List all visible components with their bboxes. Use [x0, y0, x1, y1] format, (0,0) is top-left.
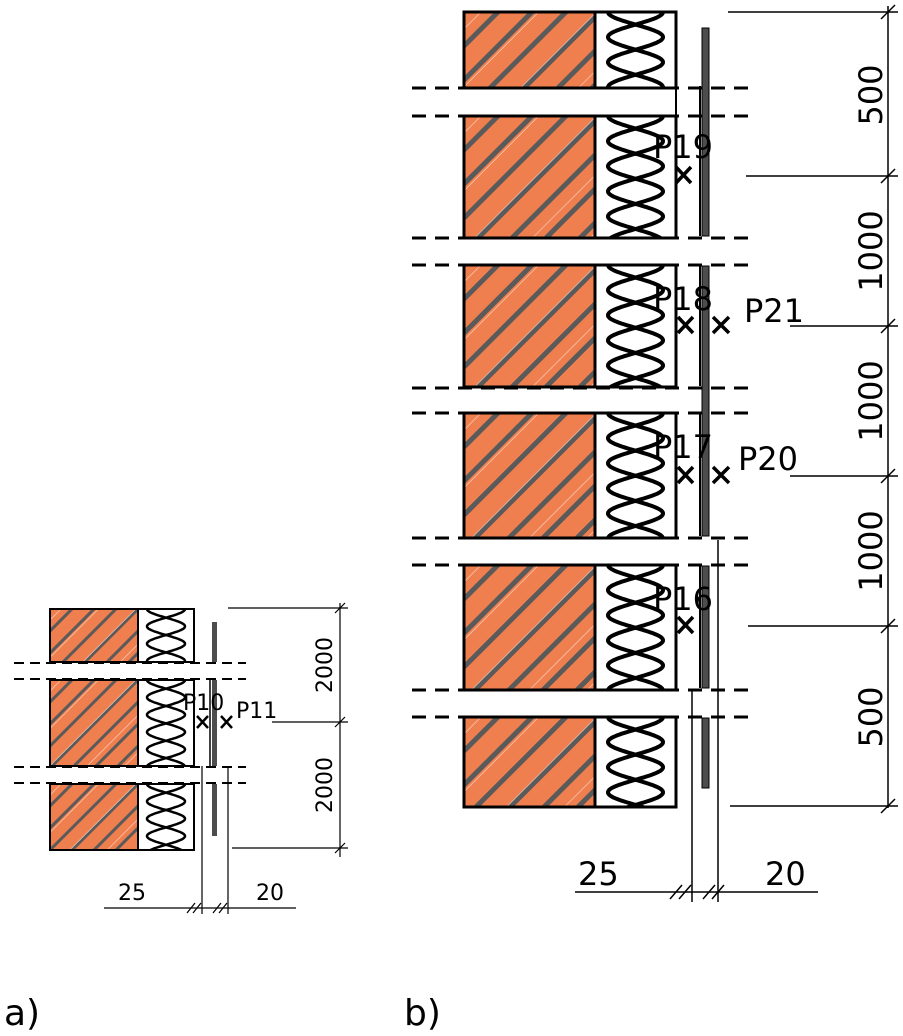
probe-markers — [196, 715, 233, 729]
brick-block — [462, 10, 597, 90]
dimension-chain — [104, 602, 348, 914]
brick-block — [49, 783, 139, 851]
insulation-layers — [593, 10, 678, 809]
insulation-block — [593, 263, 678, 389]
panel-caption: b) — [404, 993, 441, 1032]
cladding-board — [701, 27, 710, 237]
probe-label-p17: P17 — [653, 428, 713, 466]
panel-b: P19 P18 P21 P17 P20 P16 500 1000 1000 10… — [404, 4, 898, 1034]
brick-block — [462, 715, 597, 809]
probe-label-p10: P10 — [183, 691, 224, 716]
spacing-label: 2000 — [313, 757, 338, 813]
probe-mark-p19 — [674, 165, 693, 185]
probe-mark-p20 — [711, 465, 731, 485]
panel-caption: a) — [4, 993, 40, 1032]
probe-mark-p17 — [676, 465, 695, 485]
dimension-chain — [575, 4, 898, 902]
panel-a: P10 P11 2000 2000 25 20 a) — [4, 602, 348, 1034]
cladding-board — [701, 565, 710, 689]
brick-block — [462, 114, 597, 240]
spacing-label: 1000 — [852, 210, 890, 291]
air-gap-and-cladding — [193, 608, 217, 836]
cladding-board — [212, 784, 217, 836]
width-label: 25 — [118, 881, 146, 906]
brick-block — [462, 411, 597, 540]
insulation-block — [137, 783, 195, 851]
insulation-block — [593, 114, 678, 240]
probe-markers — [674, 165, 731, 635]
spacing-label: 1000 — [852, 510, 890, 591]
cladding-board — [701, 717, 710, 789]
probe-label-p21: P21 — [744, 292, 804, 330]
probe-label-p18: P18 — [653, 280, 713, 318]
cladding-board — [212, 680, 217, 766]
probe-label-p19: P19 — [653, 128, 713, 166]
brick-block — [49, 679, 139, 767]
probe-label-p20: P20 — [738, 440, 798, 478]
insulation-block — [137, 608, 195, 663]
width-label: 20 — [765, 855, 806, 893]
probe-mark-p16 — [676, 615, 695, 635]
spacing-label: 500 — [852, 64, 890, 125]
probe-mark-p21 — [711, 315, 731, 335]
spacing-label: 2000 — [313, 637, 338, 693]
spacing-label: 1000 — [852, 360, 890, 441]
brick-layers — [462, 10, 597, 809]
insulation-block — [593, 411, 678, 540]
probe-mark-p18 — [676, 315, 695, 335]
brick-block — [462, 563, 597, 692]
air-gap-and-cladding — [675, 12, 710, 789]
insulation-block — [593, 715, 678, 809]
width-label: 20 — [256, 881, 284, 906]
probe-mark-p11 — [220, 715, 233, 729]
break-lines — [412, 86, 752, 719]
insulation-layers — [137, 608, 195, 851]
insulation-block — [593, 563, 678, 692]
cladding-board — [212, 622, 217, 662]
spacing-label: 500 — [852, 686, 890, 747]
brick-block — [462, 263, 597, 389]
brick-layers — [49, 608, 139, 851]
brick-block — [49, 608, 139, 663]
cladding-board — [701, 265, 710, 537]
probe-label-p11: P11 — [236, 699, 277, 724]
probe-mark-p10 — [196, 715, 209, 729]
break-lines — [14, 662, 246, 784]
width-label: 25 — [578, 855, 619, 893]
probe-label-p16: P16 — [653, 580, 713, 618]
